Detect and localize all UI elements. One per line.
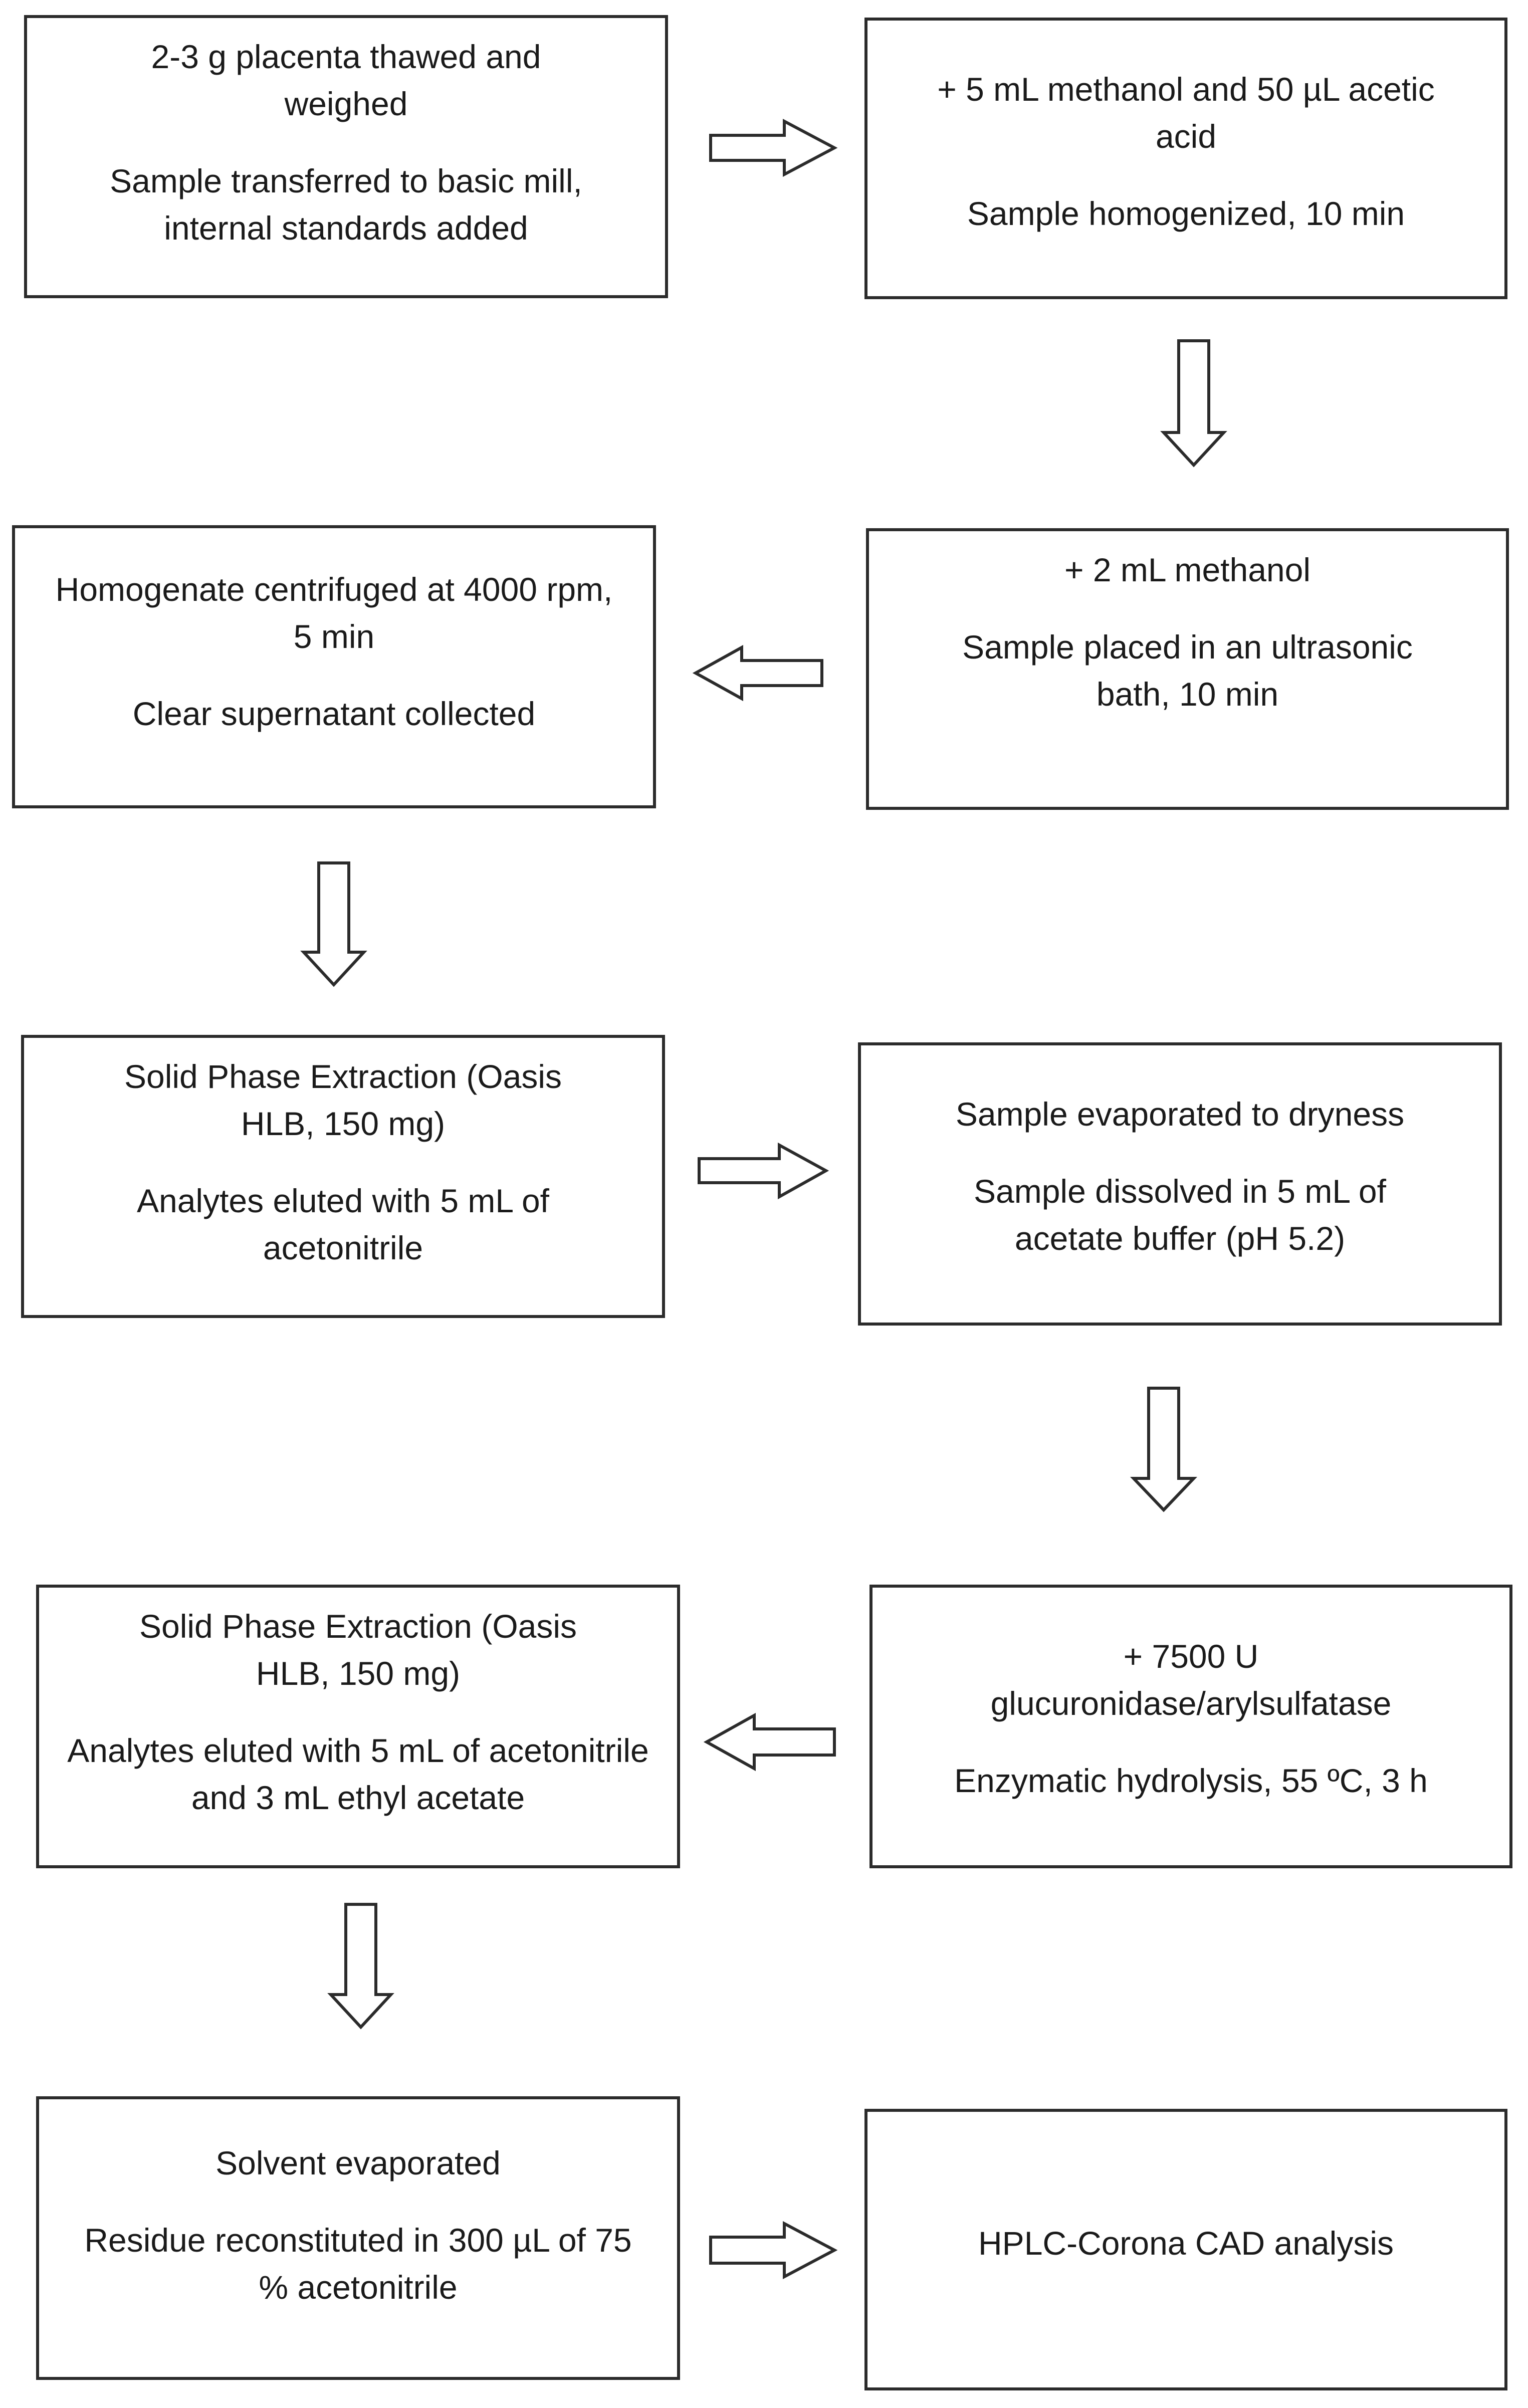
step-5-line-1: Solid Phase Extraction (Oasis HLB, 150 m…	[124, 1058, 562, 1142]
step-9-line-2: Residue reconstituted in 300 µL of 75 % …	[84, 2222, 632, 2306]
left-arrow-3-to-4	[692, 644, 823, 702]
right-arrow-9-to-10	[709, 2221, 838, 2279]
right-arrow-5-to-6	[698, 1142, 829, 1200]
step-9-box: Solvent evaporated Residue reconstituted…	[36, 2096, 680, 2380]
step-5-line-2: Analytes eluted with 5 mL of acetonitril…	[136, 1182, 549, 1266]
step-2-line-2: Sample homogenized, 10 min	[967, 195, 1405, 232]
step-7-box: + 7500 U glucuronidase/arylsulfatase Enz…	[869, 1585, 1512, 1868]
step-4-line-2: Clear supernatant collected	[132, 695, 536, 732]
step-6-line-2: Sample dissolved in 5 mL of acetate buff…	[974, 1173, 1386, 1257]
step-8-line-1: Solid Phase Extraction (Oasis HLB, 150 m…	[139, 1608, 577, 1692]
step-6-box: Sample evaporated to dryness Sample diss…	[858, 1042, 1502, 1326]
step-9-line-1: Solvent evaporated	[215, 2144, 501, 2181]
step-5-box: Solid Phase Extraction (Oasis HLB, 150 m…	[21, 1035, 665, 1318]
step-7-line-1: + 7500 U glucuronidase/arylsulfatase	[990, 1638, 1392, 1722]
right-arrow-1-to-2	[709, 119, 838, 177]
down-arrow-4-to-5	[300, 861, 367, 987]
step-7-line-2: Enzymatic hydrolysis, 55 ºC, 3 h	[954, 1762, 1428, 1799]
down-arrow-8-to-9	[327, 1903, 394, 2030]
step-3-box: + 2 mL methanol Sample placed in an ultr…	[866, 528, 1509, 810]
step-8-line-2: Analytes eluted with 5 mL of acetonitril…	[67, 1732, 649, 1816]
step-2-box: + 5 mL methanol and 50 µL acetic acid Sa…	[864, 18, 1507, 299]
step-10-line-1: HPLC-Corona CAD analysis	[978, 2225, 1394, 2262]
step-2-line-1: + 5 mL methanol and 50 µL acetic acid	[937, 71, 1435, 155]
step-1-line-2: Sample transferred to basic mill, intern…	[110, 162, 582, 247]
step-3-line-1: + 2 mL methanol	[1064, 551, 1311, 588]
step-6-line-1: Sample evaporated to dryness	[955, 1096, 1405, 1133]
step-4-box: Homogenate centrifuged at 4000 rpm, 5 mi…	[12, 525, 656, 808]
down-arrow-2-to-3	[1160, 339, 1227, 468]
step-1-line-1: 2-3 g placenta thawed and weighed	[151, 38, 541, 122]
left-arrow-7-to-8	[703, 1712, 836, 1772]
step-8-box: Solid Phase Extraction (Oasis HLB, 150 m…	[36, 1585, 680, 1868]
step-10-box: HPLC-Corona CAD analysis	[864, 2109, 1507, 2390]
step-3-line-2: Sample placed in an ultrasonic bath, 10 …	[962, 628, 1413, 713]
step-1-box: 2-3 g placenta thawed and weighed Sample…	[24, 15, 668, 298]
step-4-line-1: Homogenate centrifuged at 4000 rpm, 5 mi…	[55, 571, 613, 655]
down-arrow-6-to-7	[1130, 1387, 1197, 1512]
